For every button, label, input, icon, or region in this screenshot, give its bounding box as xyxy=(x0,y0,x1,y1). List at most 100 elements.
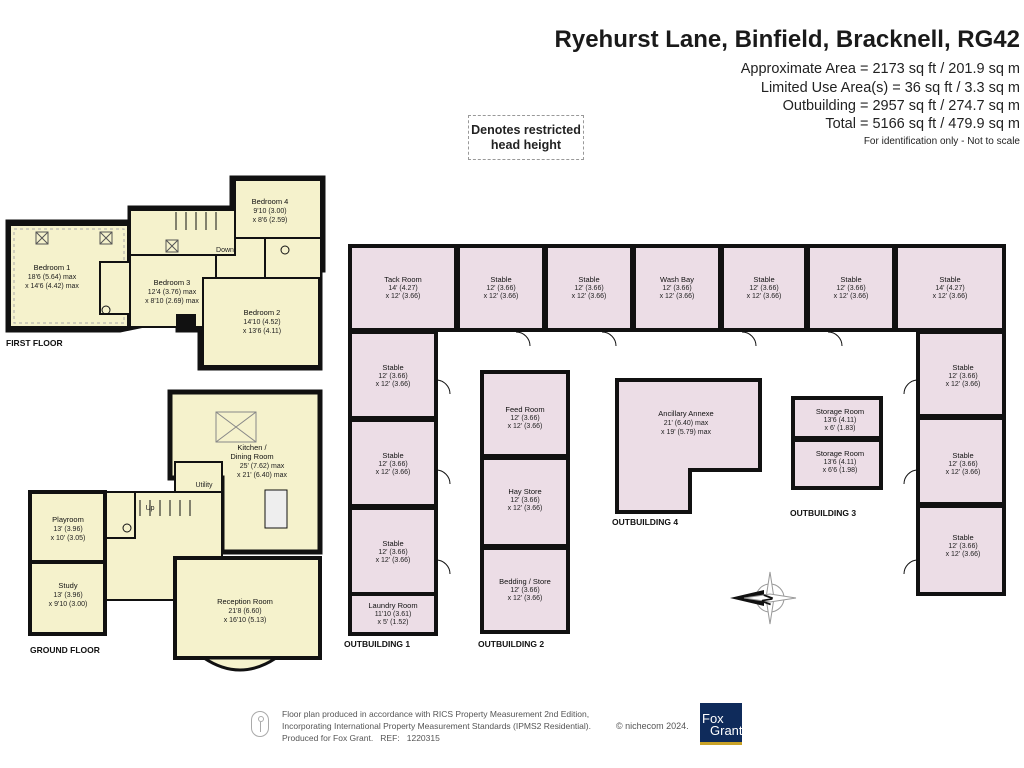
room-stable-l1-name: Stable xyxy=(382,363,403,372)
room-stable-l1-d1: 12' (3.66) xyxy=(378,373,407,380)
ground-floor-label: GROUND FLOOR xyxy=(30,645,100,655)
room-bedroom3-name: Bedroom 3 xyxy=(154,278,191,287)
room-stable-r3-name: Stable xyxy=(952,533,973,542)
first-floor xyxy=(5,175,326,371)
outbuilding-2 xyxy=(480,370,570,634)
ground-floor-labels: Kitchen / Dining Room 25' (7.62) max x 2… xyxy=(49,443,288,624)
room-annexe-name: Ancillary Annexe xyxy=(658,409,713,418)
room-hay-d2: x 12' (3.66) xyxy=(508,505,543,512)
fox-grant-logo: Fox Grant xyxy=(700,703,743,745)
room-stable-r1-name: Stable xyxy=(952,363,973,372)
room-kitchen-name2: Dining Room xyxy=(230,452,273,461)
first-floor-labels: Bedroom 1 18'6 (5.64) max x 14'6 (4.42) … xyxy=(25,197,288,335)
room-playroom-d2: x 10' (3.05) xyxy=(51,535,86,542)
room-hay-d1: 12' (3.66) xyxy=(510,497,539,504)
room-reception-d2: x 16'10 (5.13) xyxy=(224,617,267,624)
room-stable-l2-name: Stable xyxy=(382,451,403,460)
room-stable-r1-d1: 12' (3.66) xyxy=(948,373,977,380)
accessibility-icon xyxy=(251,711,269,737)
room-stable-l1-d2: x 12' (3.66) xyxy=(376,381,411,388)
room-stable-top5-d2: x 12' (3.66) xyxy=(933,293,968,300)
room-study-d2: x 9'10 (3.00) xyxy=(49,601,88,608)
room-annexe-d2: x 19' (5.79) max xyxy=(661,429,711,436)
room-study-d1: 13' (3.96) xyxy=(53,592,82,599)
room-washbay-d1: 12' (3.66) xyxy=(662,285,691,292)
outbuilding-4-labels: Ancillary Annexe 21' (6.40) max x 19' (5… xyxy=(658,409,713,436)
room-feed-name: Feed Room xyxy=(505,405,544,414)
labels-layer: FIRST FLOOR GROUND FLOOR OUTBUILDING 1 O… xyxy=(6,197,981,655)
room-annexe-d1: 21' (6.40) max xyxy=(664,420,709,427)
room-laundry-d2: x 5' (1.52) xyxy=(378,619,409,626)
legend-line-1: Denotes restricted xyxy=(471,123,581,137)
room-stable-top1-name: Stable xyxy=(490,275,511,284)
room-storage2-d2: x 6'6 (1.98) xyxy=(823,467,858,474)
room-study-name: Study xyxy=(58,581,77,590)
room-washbay-d2: x 12' (3.66) xyxy=(660,293,695,300)
room-tack-d1: 14' (4.27) xyxy=(388,285,417,292)
room-storage1-d2: x 6' (1.83) xyxy=(825,425,856,432)
restricted-height-legend: Denotes restricted head height xyxy=(468,115,584,160)
room-stable-r2-d2: x 12' (3.66) xyxy=(946,469,981,476)
room-kitchen-d1: 25' (7.62) max xyxy=(240,463,285,470)
room-playroom-d1: 13' (3.96) xyxy=(53,526,82,533)
outbuilding-left-labels: Stable 12' (3.66) x 12' (3.66) Stable 12… xyxy=(368,363,417,626)
outbuilding-2-label: OUTBUILDING 2 xyxy=(478,639,544,649)
room-feed-d2: x 12' (3.66) xyxy=(508,423,543,430)
footer-line-3: Produced for Fox Grant. xyxy=(282,733,374,743)
outbuilding-4-label: OUTBUILDING 4 xyxy=(612,517,678,527)
outbuilding-1-right xyxy=(916,330,1006,596)
compass-icon xyxy=(730,571,797,625)
footer-ref: 1220315 xyxy=(406,733,440,743)
room-stable-top3-d1: 12' (3.66) xyxy=(749,285,778,292)
room-stable-top1-d1: 12' (3.66) xyxy=(486,285,515,292)
outbuilding-4 xyxy=(615,378,762,514)
room-bedroom2-name: Bedroom 2 xyxy=(244,308,281,317)
stairs-down: Down xyxy=(216,247,234,254)
room-bedroom1-d1: 18'6 (5.64) max xyxy=(28,274,77,281)
legend-line-2: head height xyxy=(490,138,562,152)
outbuilding-top-labels: Tack Room 14' (4.27) x 12' (3.66) Stable… xyxy=(384,275,967,300)
room-bedroom1-d2: x 14'6 (4.42) max xyxy=(25,283,79,290)
room-stable-l3-name: Stable xyxy=(382,539,403,548)
room-stable-l2-d2: x 12' (3.66) xyxy=(376,469,411,476)
room-reception-name: Reception Room xyxy=(217,597,273,606)
room-stable-top5-d1: 14' (4.27) xyxy=(935,285,964,292)
footer-line-1: Floor plan produced in accordance with R… xyxy=(282,709,590,719)
room-bedroom1-name: Bedroom 1 xyxy=(34,263,71,272)
room-storage1-name: Storage Room xyxy=(816,407,864,416)
room-stable-top1-d2: x 12' (3.66) xyxy=(484,293,519,300)
room-bedroom4-name: Bedroom 4 xyxy=(252,197,289,206)
room-stable-l3-d1: 12' (3.66) xyxy=(378,549,407,556)
room-storage1-d1: 13'6 (4.11) xyxy=(824,417,857,424)
room-laundry-d1: 11'10 (3.61) xyxy=(375,611,412,618)
outbuilding-3-label: OUTBUILDING 3 xyxy=(790,508,856,518)
room-laundry-name: Laundry Room xyxy=(368,601,417,610)
scale-note: For identification only - Not to scale xyxy=(863,136,1020,147)
room-kitchen-d2: x 21' (6.40) max xyxy=(237,472,287,479)
room-stable-r1-d2: x 12' (3.66) xyxy=(946,381,981,388)
outbuilding-3-labels: Storage Room 13'6 (4.11) x 6' (1.83) Sto… xyxy=(816,407,864,474)
room-bedding-d2: x 12' (3.66) xyxy=(508,595,543,602)
room-stable-l2-d1: 12' (3.66) xyxy=(378,461,407,468)
room-bedding-name: Bedding / Store xyxy=(499,577,551,586)
compass-north-label: N xyxy=(758,592,776,607)
room-stable-l3-d2: x 12' (3.66) xyxy=(376,557,411,564)
room-stable-r2-name: Stable xyxy=(952,451,973,460)
room-reception-d1: 21'8 (6.60) xyxy=(228,608,261,615)
room-hay-name: Hay Store xyxy=(508,487,541,496)
copyright: © nichecom 2024. xyxy=(616,721,689,731)
outbuilding-3 xyxy=(791,396,883,490)
room-bedroom3-d2: x 8'10 (2.69) max xyxy=(145,298,199,305)
room-stable-top2-name: Stable xyxy=(578,275,599,284)
outbuilding-2-labels: Feed Room 12' (3.66) x 12' (3.66) Hay St… xyxy=(499,405,551,602)
room-bedroom4-d2: x 8'6 (2.59) xyxy=(253,217,288,224)
room-tack-name: Tack Room xyxy=(384,275,422,284)
first-floor-label: FIRST FLOOR xyxy=(6,338,63,348)
area-approx: Approximate Area = 2173 sq ft / 201.9 sq… xyxy=(740,61,1020,77)
footer-line-2: Incorporating International Property Mea… xyxy=(282,721,591,731)
room-bedroom2-d2: x 13'6 (4.11) xyxy=(243,328,281,335)
room-stable-top3-d2: x 12' (3.66) xyxy=(747,293,782,300)
footer-ref-label: REF: xyxy=(380,733,400,743)
room-feed-d1: 12' (3.66) xyxy=(510,415,539,422)
outbuilding-right-labels: Stable 12' (3.66) x 12' (3.66) Stable 12… xyxy=(946,363,981,558)
